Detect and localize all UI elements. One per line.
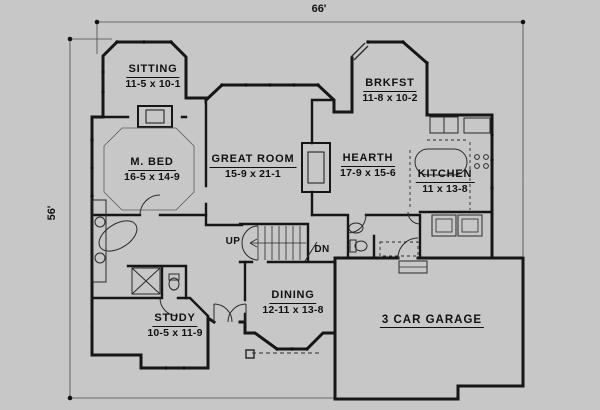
shower — [131, 267, 161, 295]
room-size: 12-11 x 13-8 — [262, 303, 324, 316]
laundry-fixtures — [379, 214, 483, 274]
porch-post — [245, 349, 255, 359]
room-name: SITTING — [126, 63, 180, 78]
room-label-hearth: HEARTH 17-9 x 15-6 — [340, 152, 396, 179]
room-name: 3 CAR GARAGE — [379, 314, 485, 329]
breakfast-patio-door — [350, 42, 369, 61]
toilet — [168, 277, 180, 291]
room-size: 16-5 x 14-9 — [124, 170, 180, 183]
overall-width-label: 66' — [311, 3, 327, 15]
dimension-lines — [67, 19, 526, 401]
room-size: 17-9 x 15-6 — [340, 166, 396, 179]
window-dots — [90, 40, 494, 370]
bath-fixtures — [92, 199, 368, 295]
room-name: BRKFST — [363, 77, 417, 92]
room-name: KITCHEN — [415, 168, 475, 183]
room-label-garage: 3 CAR GARAGE — [379, 314, 485, 329]
room-label-master-bed: M. BED 16-5 x 14-9 — [124, 156, 180, 183]
interior-walls — [90, 96, 494, 335]
room-name: STUDY — [152, 312, 198, 327]
fireplaces — [137, 105, 331, 193]
stairs — [241, 225, 318, 262]
scan-noise — [89, 59, 561, 381]
room-name: DINING — [269, 289, 317, 304]
room-size: 11-5 x 10-1 — [125, 77, 181, 90]
kitchen-island — [414, 148, 468, 176]
room-label-study: STUDY 10-5 x 11-9 — [147, 312, 203, 339]
room-size: 11 x 13-8 — [422, 182, 468, 195]
stairs-down-label: DN — [314, 244, 330, 255]
room-label-dining: DINING 12-11 x 13-8 — [262, 289, 324, 316]
porch — [245, 349, 322, 359]
room-label-sitting: SITTING 11-5 x 10-1 — [125, 63, 181, 90]
room-label-great-room: GREAT ROOM 15-9 x 21-1 — [209, 153, 297, 180]
room-label-breakfast: BRKFST 11-8 x 10-2 — [362, 77, 418, 104]
kitchen-fixtures — [409, 116, 491, 210]
room-name: GREAT ROOM — [209, 153, 297, 168]
room-size: 15-9 x 21-1 — [225, 167, 281, 180]
room-name: M. BED — [128, 156, 176, 171]
room-label-kitchen: KITCHEN 11 x 13-8 — [415, 168, 475, 195]
overall-depth-label: 56' — [46, 205, 59, 221]
room-name: HEARTH — [340, 152, 396, 167]
master-bed-octagon — [103, 127, 195, 211]
doors — [139, 42, 421, 323]
room-size: 10-5 x 11-9 — [147, 326, 203, 339]
room-size: 11-8 x 10-2 — [362, 91, 418, 104]
stairs-up-label: UP — [225, 236, 241, 247]
tub — [98, 220, 138, 252]
